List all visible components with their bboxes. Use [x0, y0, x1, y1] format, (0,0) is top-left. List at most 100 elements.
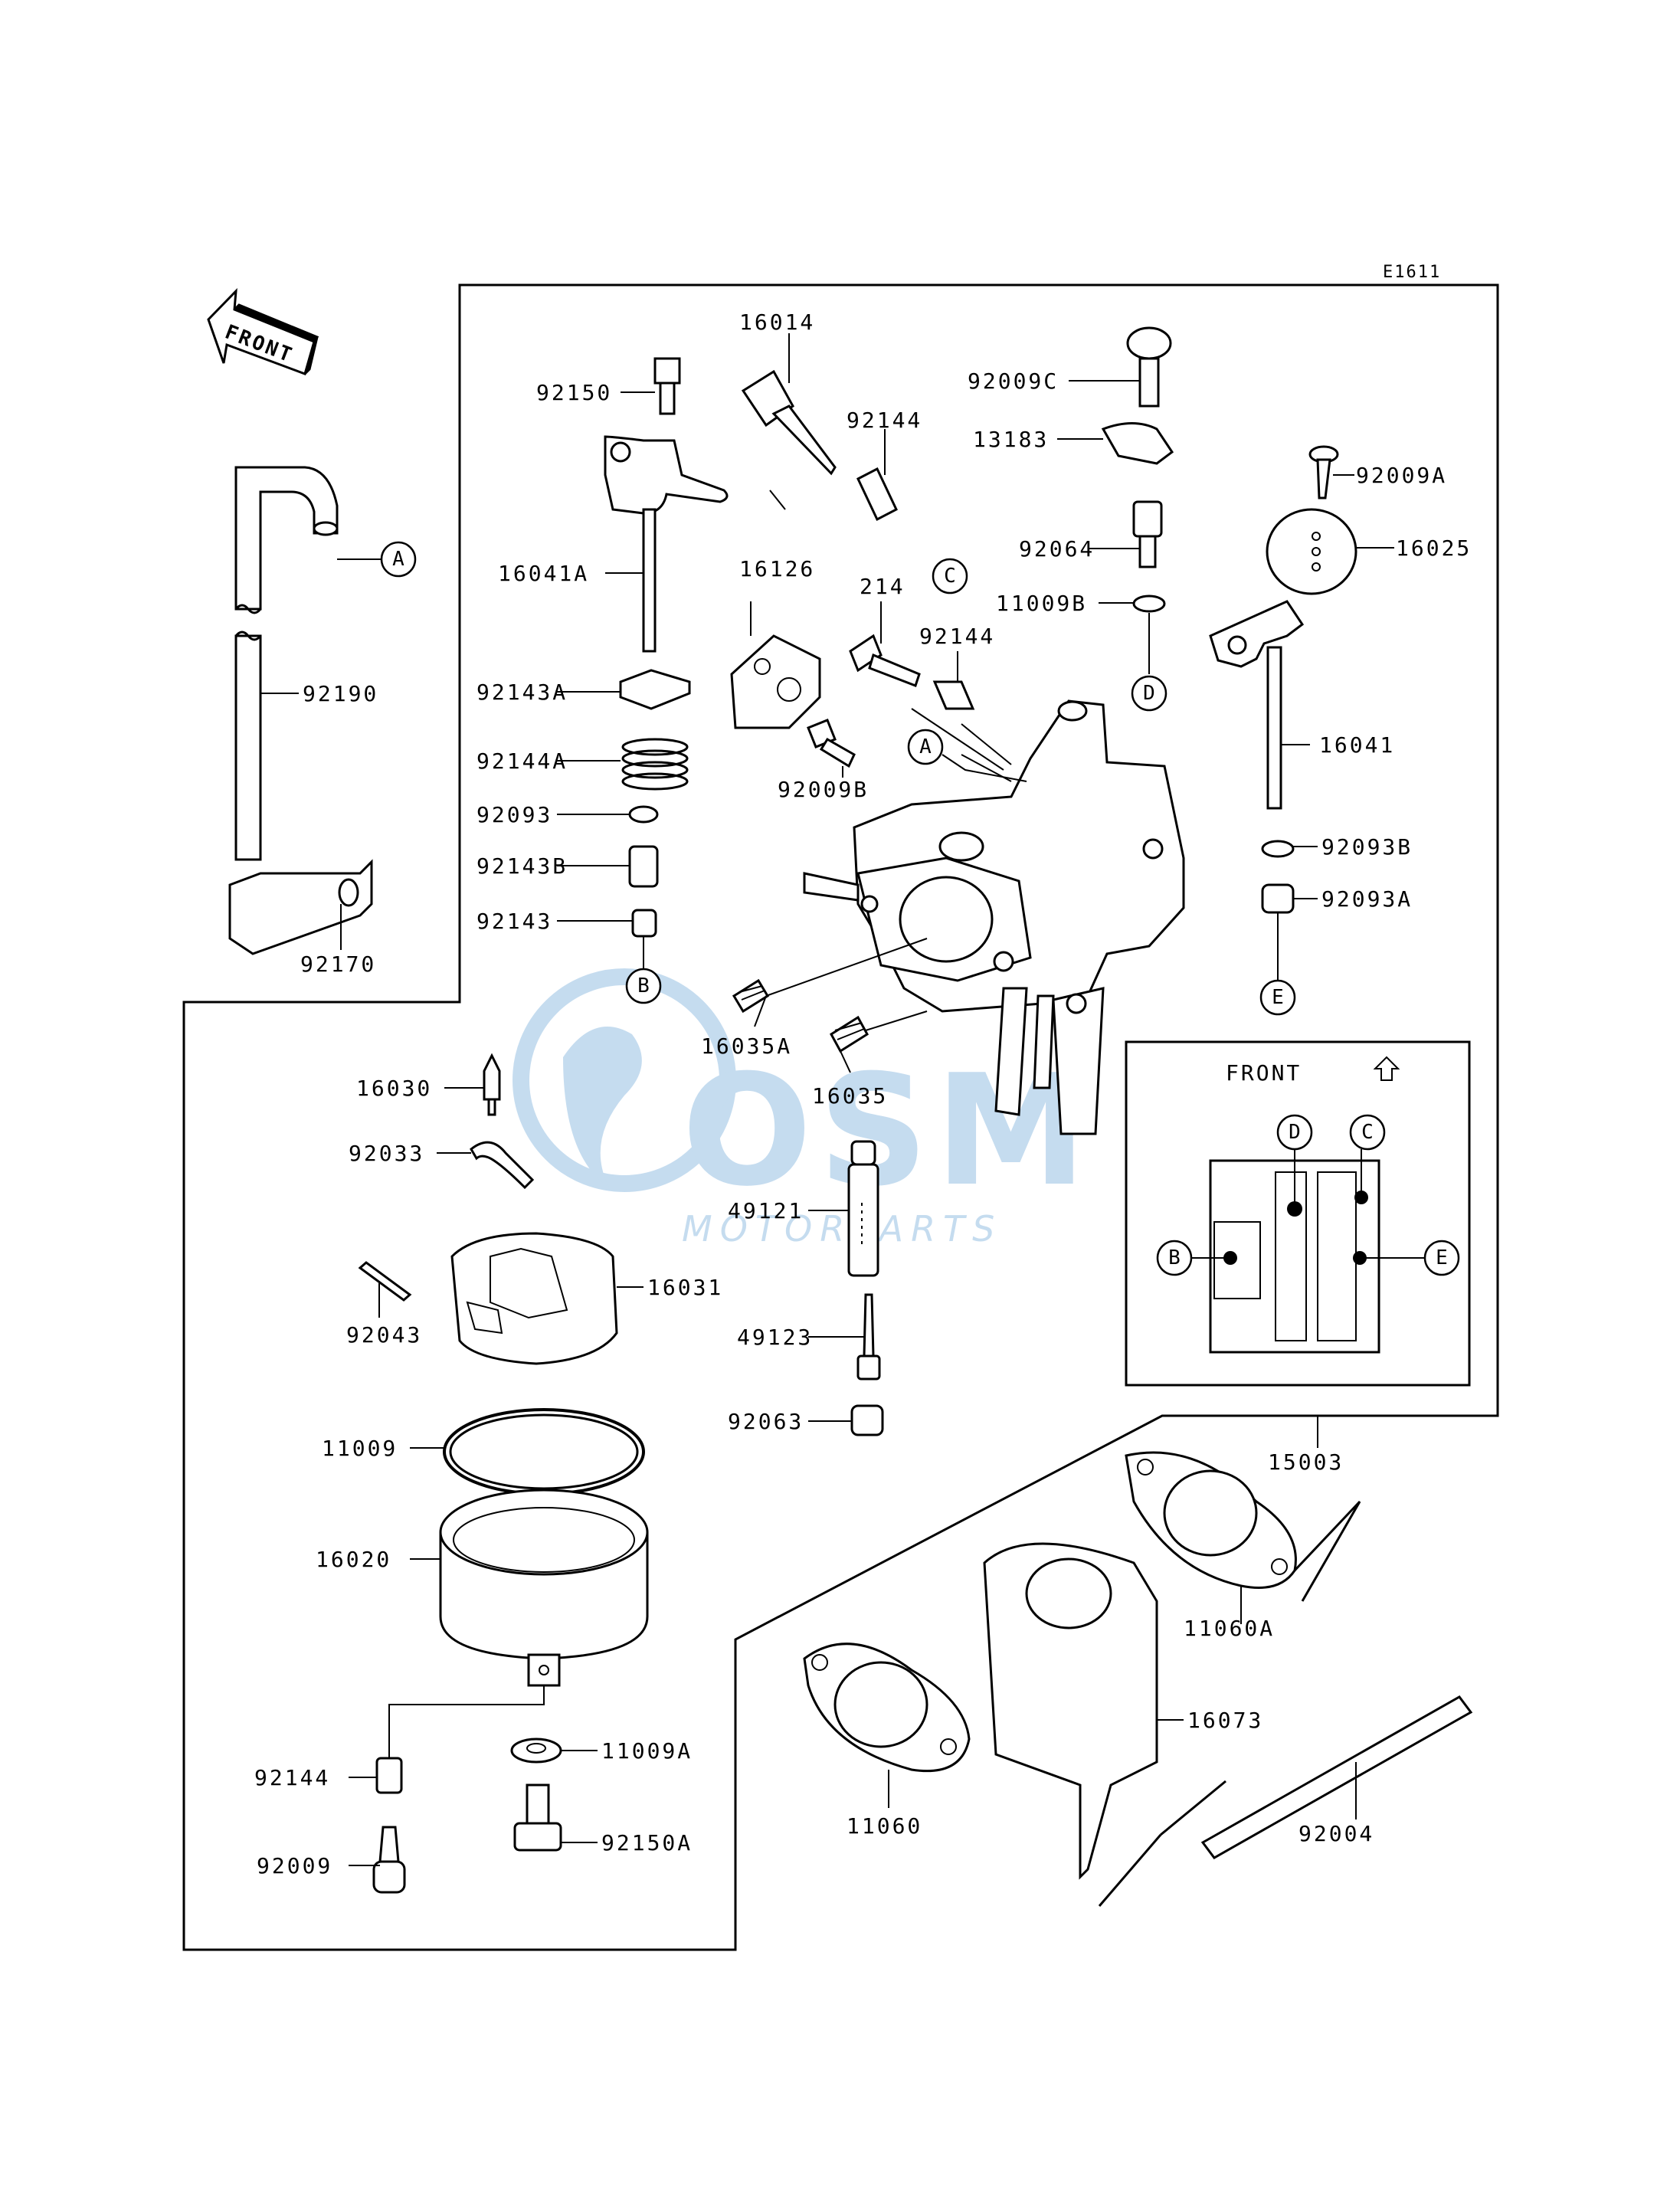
ref-marker — [932, 558, 968, 594]
part-label: 49121 — [728, 1198, 804, 1223]
ref-marker-label: A — [919, 735, 932, 758]
gasket-11060A — [1125, 1451, 1297, 1589]
gasket-11060 — [803, 1643, 971, 1773]
plate-16126 — [730, 634, 821, 729]
screw-92009C — [1126, 326, 1172, 408]
collar-92093A — [1261, 883, 1295, 914]
tube-49121 — [847, 1140, 879, 1277]
part-label: 16020 — [316, 1547, 391, 1572]
part-label: 13183 — [973, 427, 1049, 452]
gasket-11009 — [443, 1408, 645, 1495]
screw-214 — [849, 634, 921, 687]
plate-13183 — [1101, 422, 1174, 465]
spring-92144A — [621, 738, 689, 791]
diagram-code: E1611 — [1383, 263, 1441, 282]
part-label: 92143 — [476, 909, 552, 934]
ref-marker-label: C — [1361, 1121, 1374, 1144]
part-label: 16035 — [812, 1083, 888, 1109]
ref-markers: A A B C C D D E E B — [380, 541, 1460, 1276]
part-label: 92064 — [1019, 536, 1095, 562]
part-label: 214 — [860, 574, 905, 599]
ref-marker-label: A — [392, 548, 404, 571]
watermark-brand: OSM — [682, 1042, 1093, 1220]
leader-lines — [260, 333, 1425, 1866]
ref-marker — [907, 729, 944, 765]
ref-marker — [625, 968, 662, 1004]
part-label: 11009A — [601, 1738, 693, 1764]
part-label: 92150 — [536, 380, 612, 405]
part-labels: 92150 16014 92144 92009C 13183 92009A 16… — [254, 310, 1472, 1878]
part-label: 49123 — [737, 1325, 813, 1350]
bowl-16020 — [439, 1489, 649, 1687]
washer-92093B — [1261, 840, 1295, 858]
part-label: 92043 — [346, 1322, 422, 1348]
ref-marker — [1423, 1240, 1460, 1276]
screw-92009B — [807, 719, 856, 768]
float-16031 — [450, 1232, 618, 1365]
assembly-lines — [1098, 1500, 1361, 1907]
part-label: 92170 — [300, 951, 376, 977]
part-label: 92009A — [1356, 463, 1447, 488]
spring-92144-top — [856, 467, 898, 522]
part-label: 92144A — [476, 748, 568, 774]
front-arrow: FRONT — [207, 287, 319, 375]
choke-lever-16041 — [1209, 600, 1305, 810]
plate-92143A — [619, 669, 691, 710]
part-label: 15003 — [1268, 1449, 1344, 1475]
clip-92033 — [470, 1141, 535, 1190]
spring-92144-mid — [932, 680, 975, 710]
watermark-sub: MOTORPARTS — [682, 1208, 1002, 1250]
plug-92063 — [850, 1404, 884, 1436]
pin-92043 — [358, 1261, 412, 1302]
ref-marker — [1276, 1114, 1313, 1151]
part-label: 92150A — [601, 1830, 693, 1855]
oring-11009B — [1132, 594, 1166, 613]
part-label: 92143B — [476, 853, 568, 879]
part-label: 11009 — [322, 1436, 398, 1461]
jet-49123 — [856, 1293, 881, 1381]
part-label: 16041 — [1319, 732, 1395, 758]
part-label: 92190 — [303, 681, 378, 706]
screw-92150 — [653, 357, 681, 415]
part-label: 16030 — [356, 1076, 432, 1101]
part-label: 92143A — [476, 680, 568, 705]
inset-title: FRONT — [1226, 1060, 1302, 1086]
part-label: 11060A — [1184, 1616, 1275, 1641]
stud-92004 — [1200, 1695, 1473, 1859]
part-label: 16035A — [701, 1033, 792, 1059]
part-label: 16014 — [739, 310, 815, 335]
ref-marker — [1349, 1114, 1386, 1151]
ref-marker-label: C — [944, 565, 956, 588]
part-label: 16025 — [1396, 536, 1472, 561]
part-label: 92144 — [847, 408, 922, 433]
screw-16014 — [741, 369, 837, 476]
ref-marker-label: D — [1289, 1121, 1301, 1144]
part-label: 92093 — [476, 802, 552, 827]
insulator-16073 — [983, 1542, 1158, 1880]
bushing-92143B — [628, 845, 659, 888]
fuel-pipe-92190 — [234, 466, 339, 861]
part-label: 92009C — [968, 368, 1059, 394]
part-label: 16041A — [498, 561, 589, 586]
part-label: 92009B — [778, 777, 869, 802]
ref-marker — [380, 541, 417, 578]
ref-marker — [1156, 1240, 1193, 1276]
jet-16035 — [830, 1015, 869, 1053]
bolt-92150A — [513, 1783, 562, 1852]
screw-92064 — [1132, 500, 1163, 568]
spring-92144-bowl — [375, 1757, 403, 1794]
part-label: 92009 — [257, 1853, 332, 1878]
part-label: 92093A — [1321, 886, 1413, 912]
ref-marker — [1259, 979, 1296, 1016]
throttle-lever-16041A — [604, 435, 729, 653]
part-label: 16073 — [1187, 1708, 1263, 1733]
ref-marker-label: D — [1143, 682, 1155, 705]
screw-92009A — [1308, 445, 1339, 499]
ref-marker-label: E — [1272, 986, 1284, 1009]
needle-16030 — [483, 1053, 501, 1116]
ref-marker — [1131, 675, 1167, 712]
part-label: 11060 — [847, 1813, 922, 1839]
inset-arrow-icon — [1373, 1056, 1400, 1081]
